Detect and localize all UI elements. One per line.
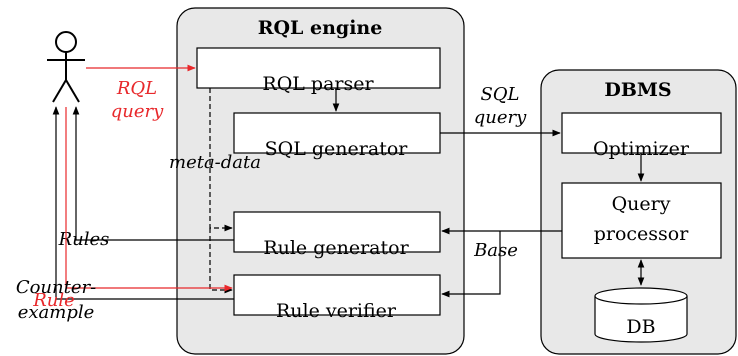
rule-label: Rule — [32, 290, 75, 311]
rql-parser-label: RQL parser — [262, 73, 374, 95]
base-to-verifier-arrow — [441, 231, 501, 298]
rql-engine-panel — [176, 7, 465, 355]
optimizer-box — [561, 112, 722, 154]
base-label: Base — [473, 240, 518, 261]
query-processor-box — [561, 182, 722, 259]
rql-parser-box — [196, 47, 441, 89]
counter-example-label-2: example — [18, 302, 95, 323]
sql-query-label-2: query — [474, 107, 527, 128]
rule-verifier-box — [233, 274, 441, 316]
user-icon — [47, 31, 85, 103]
query-processor-label-1: Query — [612, 193, 671, 215]
dbms-title: DBMS — [604, 79, 671, 101]
rql-query-label-2: query — [111, 101, 164, 122]
rule-verifier-label: Rule verifier — [276, 300, 397, 322]
sql-generator-label: SQL generator — [265, 138, 409, 160]
rule-to-verifier-arrow — [65, 107, 233, 292]
db-label: DB — [626, 316, 655, 338]
rule-generator-box — [233, 211, 441, 253]
counterexample-to-user-arrow — [52, 106, 234, 300]
sql-query-label-1: SQL — [480, 84, 519, 105]
optimizer-label: Optimizer — [593, 138, 690, 160]
rql-query-label-1: RQL — [116, 78, 157, 99]
counter-example-label-1: Counter- — [16, 277, 96, 298]
rql-engine-title: RQL engine — [258, 17, 383, 39]
rule-generator-label: Rule generator — [263, 237, 409, 259]
query-processor-label-2: processor — [594, 223, 690, 245]
rules-label: Rules — [58, 229, 110, 250]
db-cylinder: DB — [594, 287, 688, 343]
rules-to-user-arrow — [72, 106, 234, 241]
meta-data-label: meta-data — [169, 152, 261, 173]
